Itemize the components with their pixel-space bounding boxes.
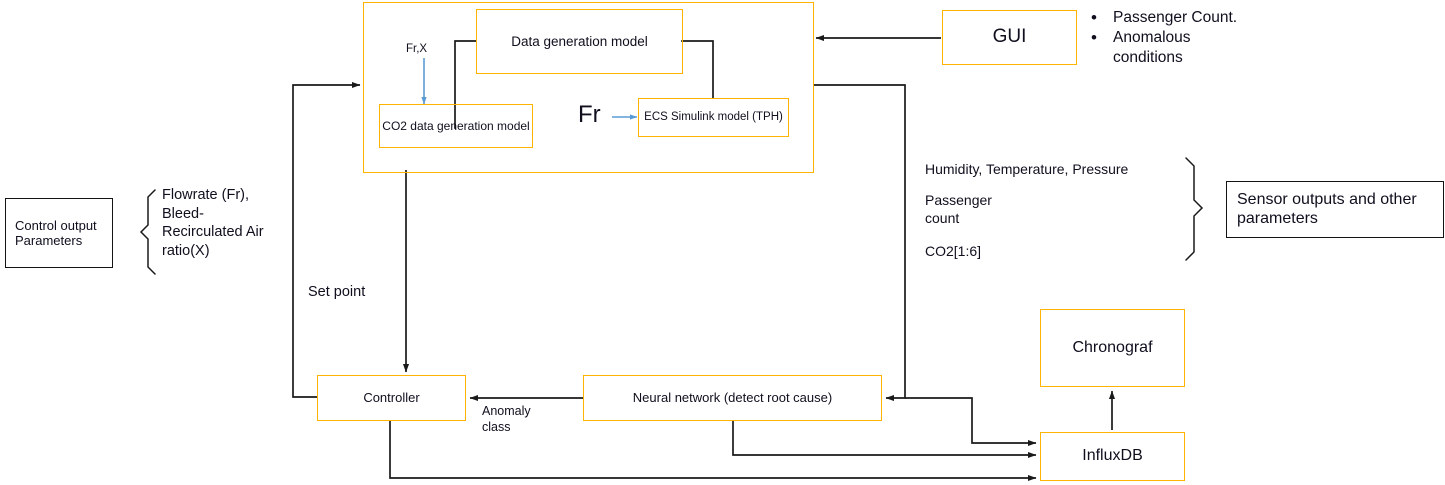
node-gui[interactable]: GUI: [942, 10, 1077, 65]
label-anomaly-class: Anomaly class: [482, 404, 531, 434]
bullet-icon: •: [1091, 8, 1097, 27]
node-label: ECS Simulink model (TPH): [644, 110, 783, 123]
list-item: • Passenger Count.: [1091, 8, 1321, 28]
node-controller[interactable]: Controller: [317, 375, 466, 421]
node-label: Sensor outputs and other parameters: [1237, 190, 1417, 227]
label-sensor-signal-1: Humidity, Temperature, Pressure: [925, 161, 1129, 177]
node-label: Data generation model: [511, 33, 648, 49]
wire-container-to-neural-network: [813, 84, 906, 402]
node-chronograf[interactable]: Chronograf: [1040, 309, 1185, 387]
node-control-output-parameters[interactable]: Control output Parameters: [5, 198, 113, 268]
node-label: Neural network (detect root cause): [632, 390, 833, 406]
node-label: GUI: [992, 26, 1027, 48]
label-control-parameters-list: Flowrate (Fr), Bleed- Recirculated Air r…: [162, 187, 264, 259]
brace-sensor-outputs: [1185, 157, 1204, 261]
list-item: • Anomalous conditions: [1091, 28, 1321, 68]
wire-dgm-to-co2: [454, 40, 477, 129]
node-label: CO2 data generation model: [382, 118, 530, 133]
wire-dgm-to-ecs: [681, 40, 714, 99]
node-label: Control output Parameters: [15, 217, 97, 248]
bullet-icon: •: [1091, 28, 1097, 48]
label-fr-x: Fr,X: [406, 43, 428, 55]
label-sensor-signal-3: CO2[1:6]: [925, 243, 982, 259]
wire-controller-to-influxdb: [389, 421, 1037, 482]
node-co2-data-generation-model[interactable]: CO2 data generation model: [379, 104, 533, 148]
list-item-label: Passenger Count.: [1113, 9, 1238, 26]
wire-controller-to-container: [292, 81, 361, 398]
node-label: InfluxDB: [1082, 447, 1143, 465]
label-sensor-signal-2: Passenger count: [925, 192, 992, 226]
node-influxdb[interactable]: InfluxDB: [1040, 432, 1185, 481]
node-sensor-outputs[interactable]: Sensor outputs and other parameters: [1226, 181, 1444, 238]
brace-control-parameters: [139, 189, 156, 275]
node-label: Controller: [363, 390, 420, 406]
wire-sensors-to-influxdb: [905, 397, 1037, 447]
node-ecs-simulink-model[interactable]: ECS Simulink model (TPH): [638, 98, 789, 137]
list-item-label: Anomalous conditions: [1113, 29, 1191, 67]
gui-bullet-list: • Passenger Count. • Anomalous condition…: [1091, 8, 1321, 68]
label-fr: Fr: [578, 101, 601, 128]
node-neural-network[interactable]: Neural network (detect root cause): [583, 375, 882, 421]
node-data-generation-model[interactable]: Data generation model: [476, 9, 683, 74]
container-box: [363, 2, 814, 173]
label-set-point: Set point: [308, 284, 366, 300]
node-label: Chronograf: [1072, 338, 1153, 356]
wire-neural-network-to-influxdb: [732, 421, 1037, 459]
